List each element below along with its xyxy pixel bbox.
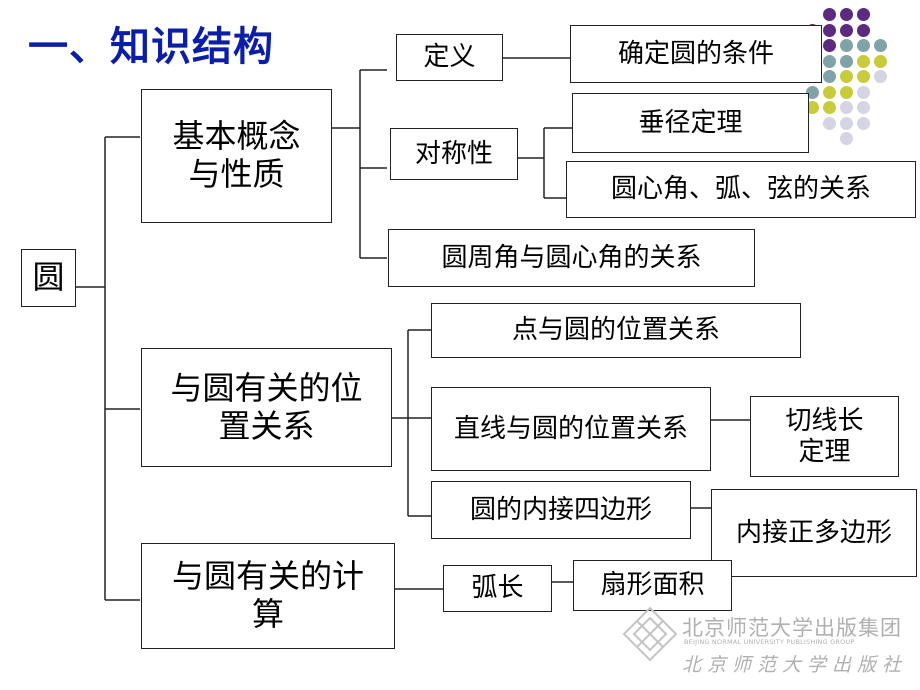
node-inscribed-regular-polygon: 内接正多边形 xyxy=(711,489,917,577)
decorative-dot xyxy=(823,116,836,130)
decorative-dot xyxy=(874,70,887,83)
decorative-dot xyxy=(857,23,870,37)
decorative-dot xyxy=(857,54,870,68)
decorative-dot xyxy=(823,101,836,114)
decorative-dot xyxy=(840,70,853,83)
node-position-relations: 与圆有关的位置关系 xyxy=(141,348,392,467)
decorative-dot xyxy=(823,23,836,37)
publisher-name-script: 北京师范大学出版社 xyxy=(682,654,908,676)
node-determine-circle: 确定圆的条件 xyxy=(570,25,822,83)
decorative-dot xyxy=(823,85,836,99)
decorative-dot xyxy=(857,85,870,99)
decorative-dot xyxy=(806,85,819,99)
node-inscribed-angle-relation: 圆周角与圆心角的关系 xyxy=(388,229,755,287)
node-line-circle-position: 直线与圆的位置关系 xyxy=(431,387,711,471)
decorative-dot xyxy=(840,101,853,114)
node-root: 圆 xyxy=(21,249,76,307)
node-symmetry: 对称性 xyxy=(390,128,518,180)
node-basic-concepts: 基本概念与性质 xyxy=(141,89,332,223)
node-perpendicular-theorem: 垂径定理 xyxy=(572,93,809,153)
decorative-dot xyxy=(857,101,870,114)
decorative-dot xyxy=(857,39,870,52)
node-arc-length: 弧长 xyxy=(443,565,552,612)
decorative-dot xyxy=(840,8,853,21)
decorative-dot xyxy=(840,85,853,99)
decorative-dot xyxy=(857,70,870,83)
decorative-dot xyxy=(840,116,853,130)
decorative-dot xyxy=(840,54,853,68)
node-arc-chord-relation: 圆心角、弧、弦的关系 xyxy=(566,161,916,218)
decorative-dot xyxy=(840,23,853,37)
publisher-name-en: BEIJING NORMAL UNIVERSITY PUBLISHING GRO… xyxy=(684,638,855,646)
node-calculations: 与圆有关的计算 xyxy=(141,543,395,649)
page-title: 一、知识结构 xyxy=(28,24,274,70)
decorative-dot xyxy=(823,39,836,52)
decorative-dot xyxy=(823,54,836,68)
decorative-dot xyxy=(874,39,887,52)
publisher-name-cn: 北京师范大学出版集团 xyxy=(682,616,902,640)
decorative-dot xyxy=(857,116,870,130)
decorative-dot xyxy=(840,39,853,52)
node-point-circle-position: 点与圆的位置关系 xyxy=(431,303,801,358)
decorative-dot xyxy=(857,8,870,21)
node-inscribed-quadrilateral: 圆的内接四边形 xyxy=(431,481,691,539)
decorative-dot xyxy=(840,132,853,145)
node-tangent-length-theorem: 切线长定理 xyxy=(750,396,899,477)
node-definition: 定义 xyxy=(396,34,503,81)
decorative-dot xyxy=(806,101,819,114)
decorative-dot xyxy=(874,54,887,68)
publisher-logo-icon xyxy=(622,606,678,662)
decorative-dot xyxy=(823,8,836,21)
decorative-dot xyxy=(823,70,836,83)
